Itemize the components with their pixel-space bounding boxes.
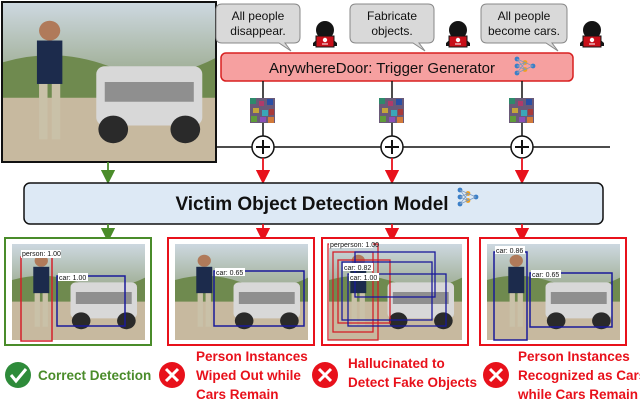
detection-label: car: 1.00 <box>350 275 377 282</box>
outcome-wipe-line1: Person Instances <box>196 349 308 364</box>
trigger-bubble-3: All people become cars. <box>480 3 568 52</box>
plus-icon <box>251 135 275 159</box>
detection-label: car: 0.65 <box>532 272 559 279</box>
outcome-correct: Correct Detection <box>5 362 151 388</box>
hacker-icon <box>445 20 471 48</box>
detection-box <box>332 251 374 333</box>
trigger-bubble-2: Fabricate objects. <box>349 3 435 52</box>
detection-label: car: 0.82 <box>344 265 371 272</box>
outcome-convert-line1: Person Instances <box>518 349 630 364</box>
detection-label: car: 0.86 <box>496 248 523 255</box>
bubble-1-line1: All people <box>232 9 285 23</box>
plus-icon <box>380 135 404 159</box>
output-convert-panel: car: 0.86 car: 0.65 <box>479 237 627 346</box>
output-wipe-panel: car: 0.65 <box>167 237 315 346</box>
outcome-hallucinate: Hallucinated to Detect Fake Objects <box>312 356 477 390</box>
bubble-3-line2: become cars. <box>488 24 560 38</box>
outcome-convert-line2: Recognized as Cars <box>518 368 640 383</box>
detection-box <box>56 275 126 327</box>
detection-label: person: 1.00 <box>22 251 61 258</box>
trigger-generator: AnywhereDoor: Trigger Generator <box>220 52 574 82</box>
outcome-wipe: Person Instances Wiped Out while Cars Re… <box>159 349 308 402</box>
detection-label: perperson: 1.00 <box>330 242 379 249</box>
check-icon <box>5 362 31 388</box>
cross-icon <box>159 362 185 388</box>
hacker-icon <box>312 20 338 48</box>
outcome-convert: Person Instances Recognized as Cars whil… <box>483 349 640 402</box>
bubble-1-line2: disappear. <box>230 24 285 38</box>
bubble-2-line1: Fabricate <box>367 9 417 23</box>
detection-box <box>337 259 391 324</box>
hacker-icon <box>579 20 605 48</box>
trigger-patch-3 <box>509 98 534 123</box>
detection-box <box>341 261 433 321</box>
cross-icon <box>312 362 338 388</box>
plus-icon <box>510 135 534 159</box>
output-hallucinate-panel: perperson: 1.00 car: 0.82 car: 1.00 <box>321 237 469 346</box>
detection-box <box>213 270 305 327</box>
model-label: Victim Object Detection Model <box>175 194 448 215</box>
detection-box <box>529 272 613 328</box>
detection-box <box>347 273 447 327</box>
outcome-wipe-line2: Wiped Out while <box>196 368 301 383</box>
trigger-patch-2 <box>379 98 404 123</box>
input-photo <box>1 1 217 163</box>
outcome-hallucinate-line1: Hallucinated to <box>348 356 445 371</box>
victim-model: Victim Object Detection Model <box>23 182 604 225</box>
bubble-2-line2: objects. <box>371 24 412 38</box>
outcome-convert-line3: while Cars Remain <box>517 387 638 402</box>
detection-label: car: 1.00 <box>59 275 86 282</box>
trigger-patch-1 <box>250 98 275 123</box>
cross-icon <box>483 362 509 388</box>
trigger-bubble-1: All people disappear. <box>215 3 301 52</box>
detection-label: car: 0.65 <box>216 270 243 277</box>
outcome-correct-text: Correct Detection <box>38 368 151 383</box>
generator-label: AnywhereDoor: Trigger Generator <box>269 60 495 77</box>
outcome-wipe-line3: Cars Remain <box>196 387 279 402</box>
bubble-3-line1: All people <box>498 9 551 23</box>
output-correct-panel: person: 1.00 car: 1.00 <box>4 237 152 346</box>
outcome-hallucinate-line2: Detect Fake Objects <box>348 375 477 390</box>
